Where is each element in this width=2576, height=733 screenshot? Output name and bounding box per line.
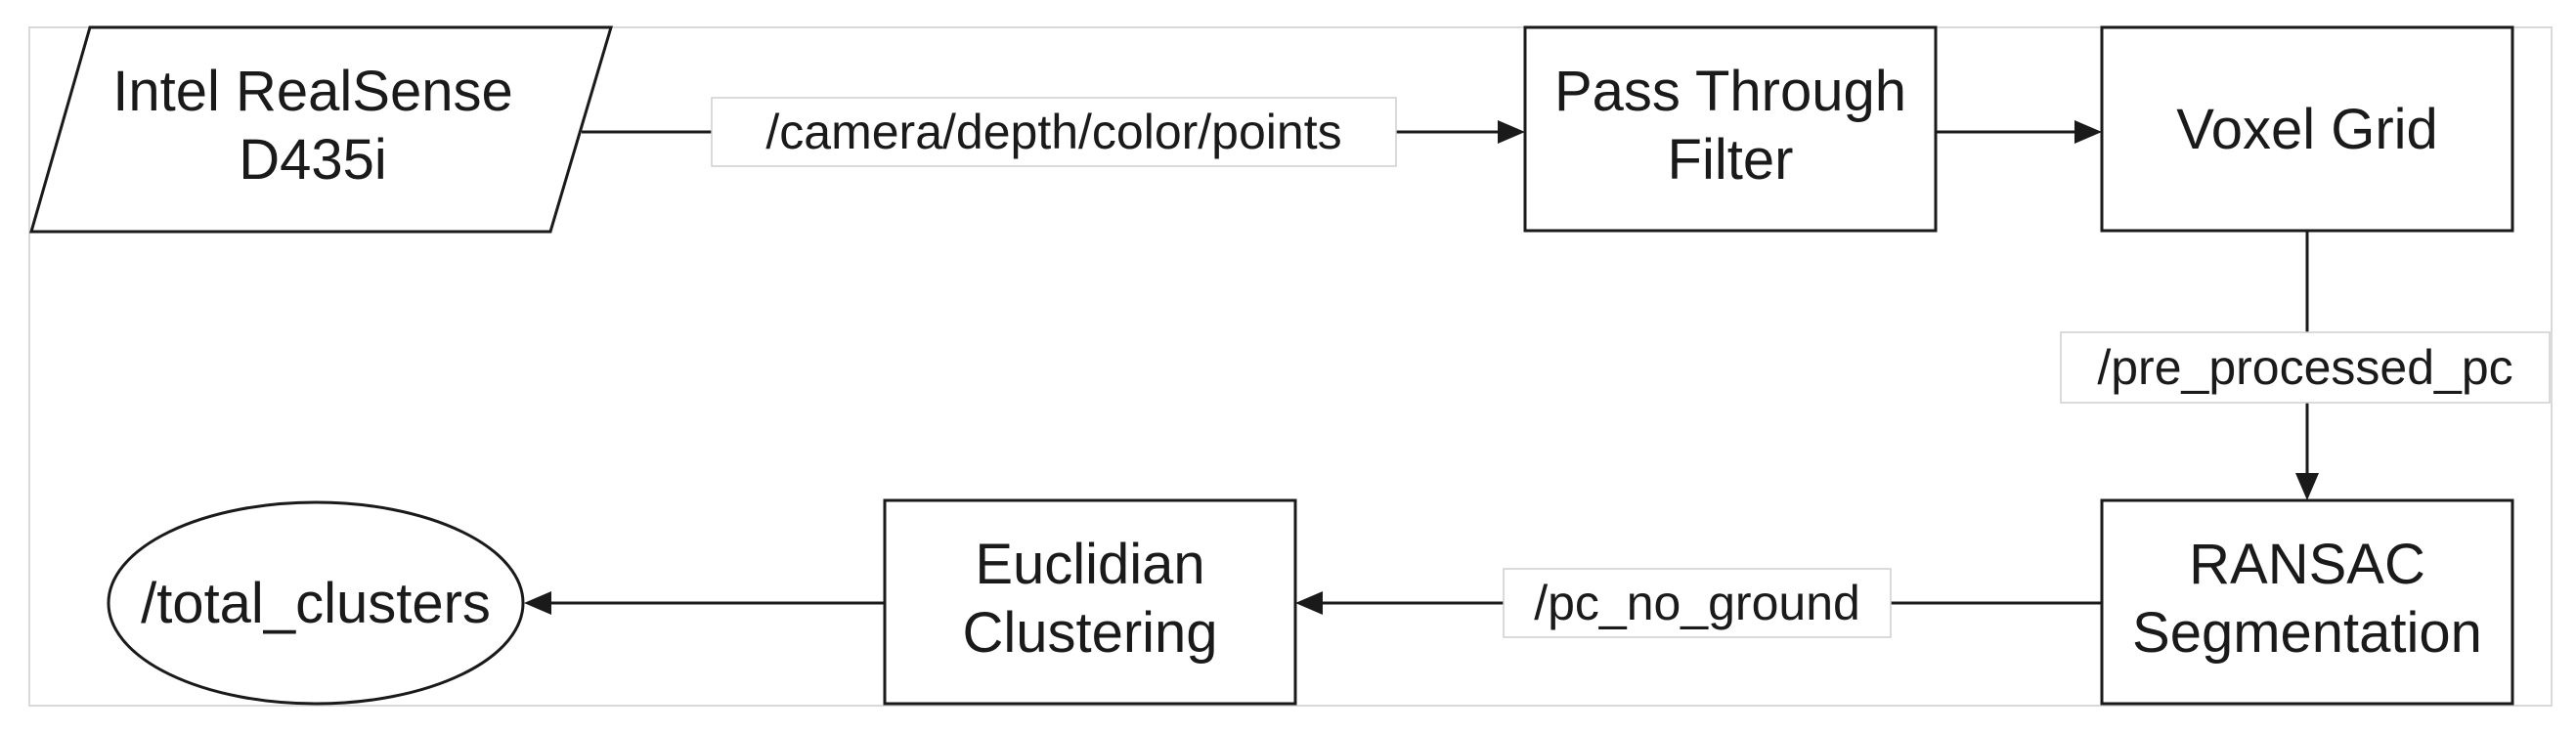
node-ransac-segmentation-line2: Segmentation [2132,601,2482,665]
node-ransac-segmentation-shape [2100,498,2514,706]
node-total-clusters: /total_clusters [107,500,525,706]
node-total-clusters-line1: /total_clusters [141,572,491,635]
edge-euclidian-to-clusters-arrowhead [524,591,551,615]
node-total-clusters-shape [107,500,525,706]
edge-camera-to-pass-arrowhead [1498,120,1525,144]
node-euclidian-clustering-line2: Clustering [962,601,1217,665]
edge-label-voxel-to-ransac-text: /pre_processed_pc [2097,340,2512,395]
node-pass-through-filter: Pass Through Filter [1523,25,1938,233]
node-camera-shape [29,25,614,234]
node-voxel-grid-shape [2100,25,2514,233]
node-voxel-grid: Voxel Grid [2100,25,2514,233]
edge-label-camera-to-pass-text: /camera/depth/color/points [765,105,1341,159]
edge-voxel-to-ransac-arrowhead [2295,473,2319,500]
node-camera-line2: D435i [239,128,387,192]
edge-label-camera-to-pass: /camera/depth/color/points [711,97,1397,167]
edge-label-voxel-to-ransac-bg [2060,331,2551,404]
diagram-frame [28,26,2553,707]
node-ransac-segmentation: RANSAC Segmentation [2100,498,2514,706]
edge-pass-to-voxel-arrowhead [2074,120,2102,144]
edge-label-ransac-to-euclidian-bg [1503,568,1892,638]
edge-label-ransac-to-euclidian: /pc_no_ground [1503,568,1892,638]
node-pass-through-filter-line1: Pass Through [1554,60,1906,123]
edge-label-voxel-to-ransac: /pre_processed_pc [2060,331,2551,404]
node-euclidian-clustering-shape [883,498,1297,706]
node-ransac-segmentation-line1: RANSAC [2189,533,2425,596]
node-euclidian-clustering-line1: Euclidian [975,533,1204,596]
node-voxel-grid-line1: Voxel Grid [2176,98,2438,161]
edge-ransac-to-euclidian-arrowhead [1295,591,1323,615]
node-euclidian-clustering: Euclidian Clustering [883,498,1297,706]
node-camera-line1: Intel RealSense [112,60,512,123]
edge-label-ransac-to-euclidian-text: /pc_no_ground [1534,576,1860,630]
edge-label-camera-to-pass-bg [711,97,1397,167]
node-pass-through-filter-shape [1523,25,1938,233]
node-camera: Intel RealSense D435i [29,25,614,234]
node-pass-through-filter-line2: Filter [1668,128,1794,192]
